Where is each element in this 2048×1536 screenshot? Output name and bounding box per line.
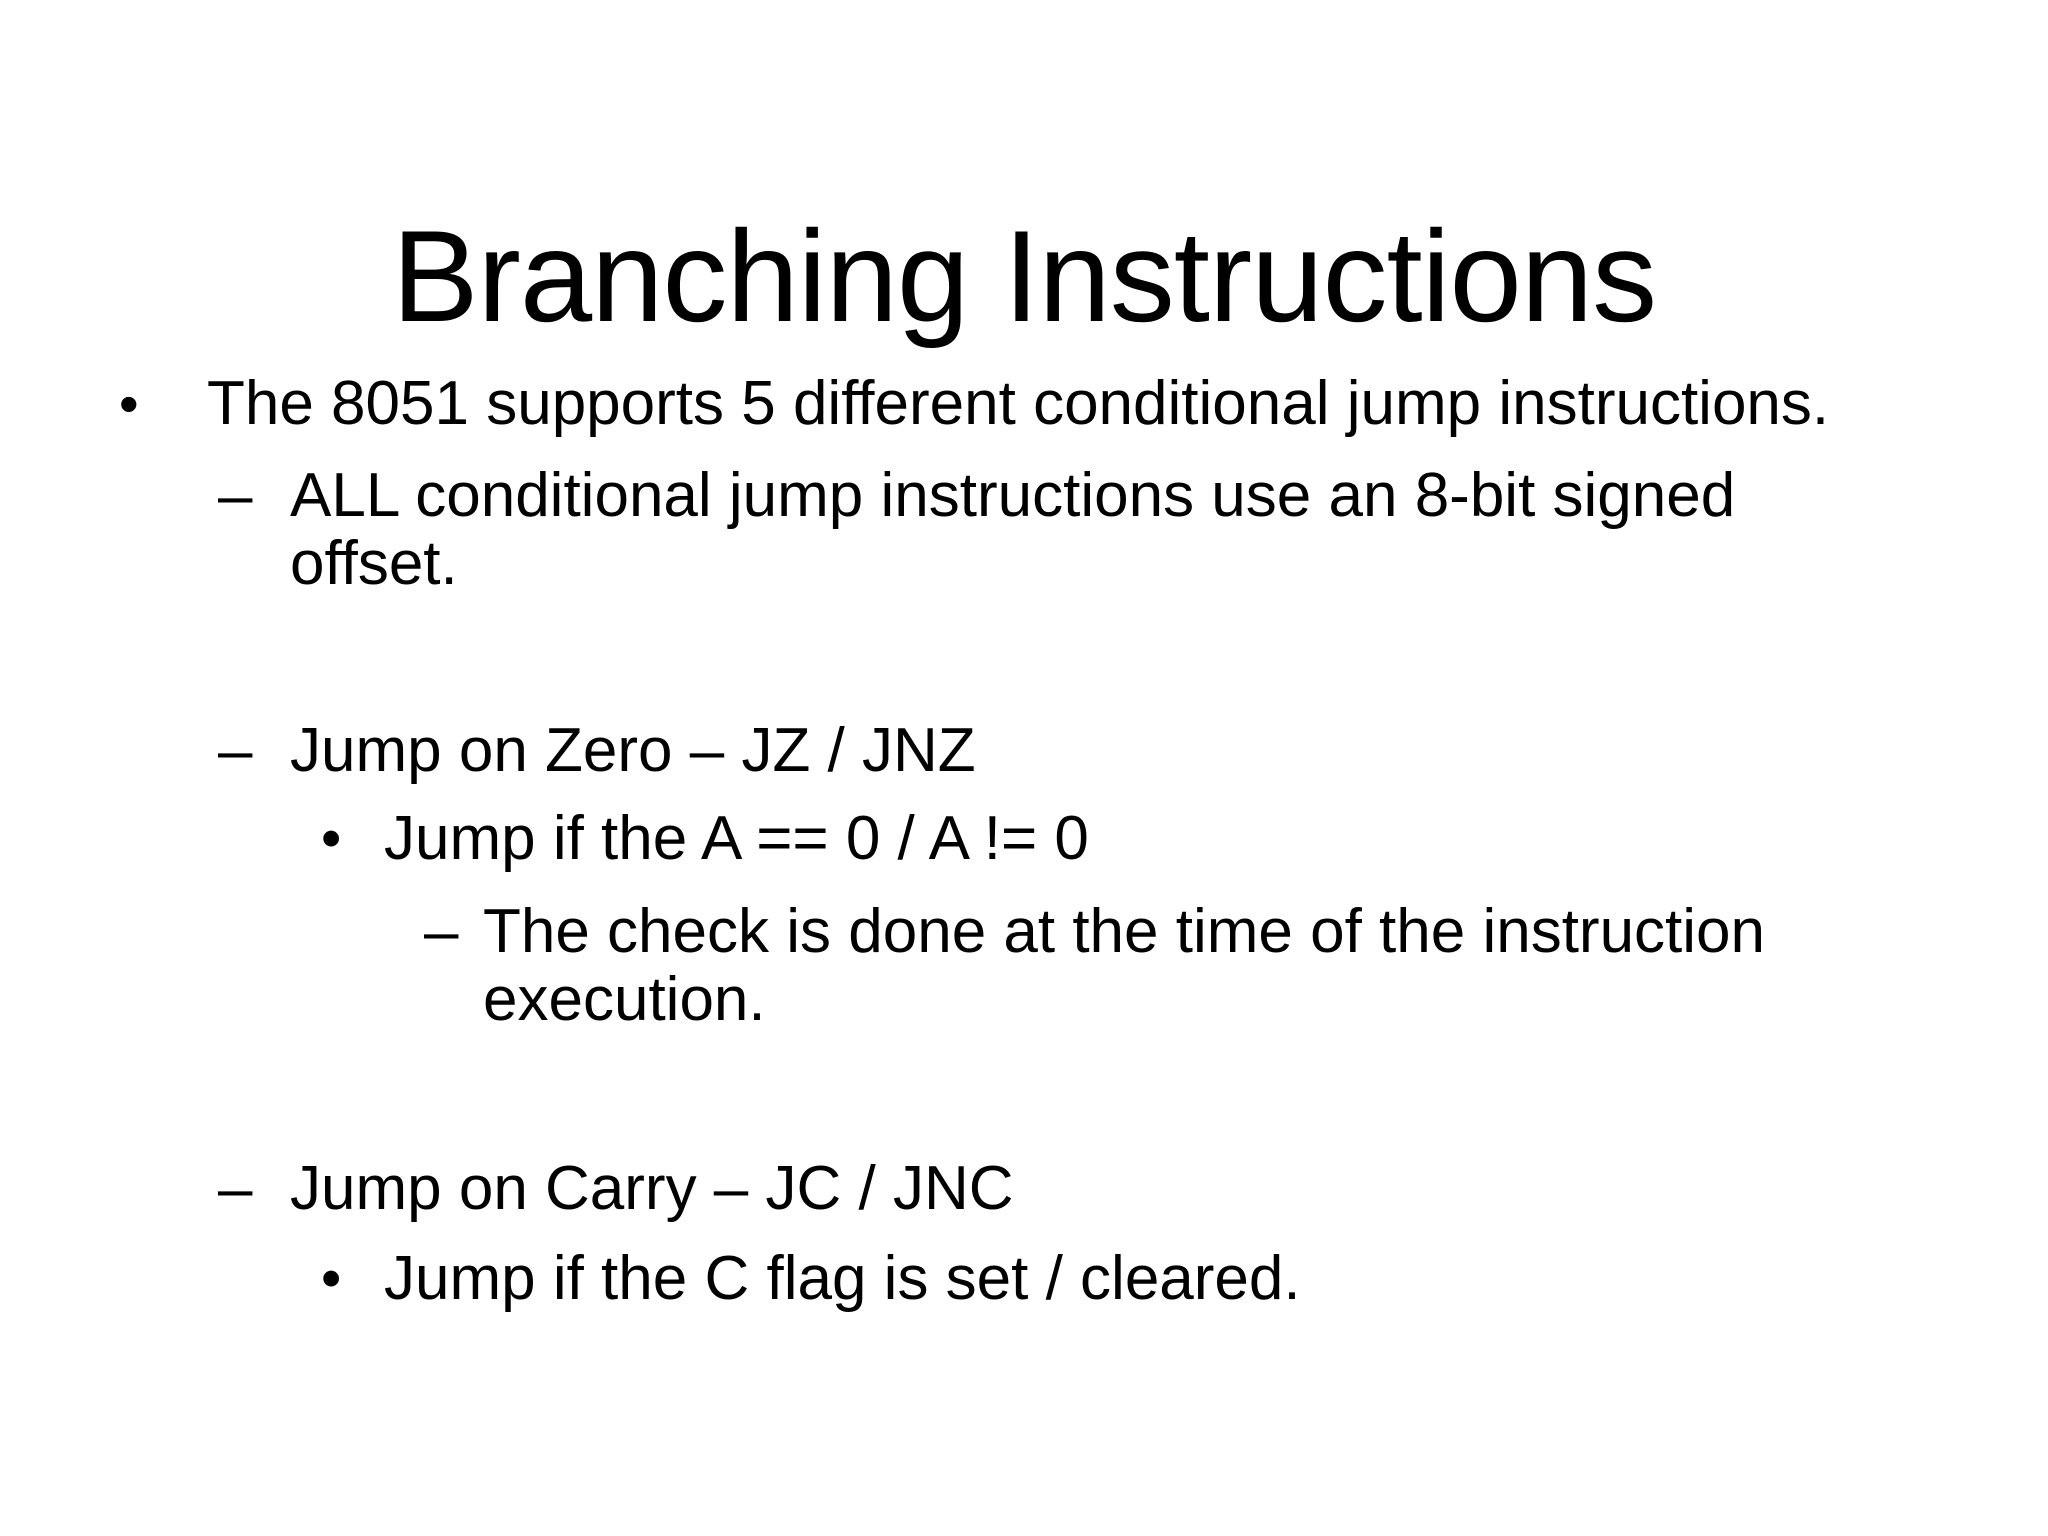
list-item-text: Jump on Zero – JZ / JNZ [290, 716, 976, 785]
bullet-dot-icon: • [321, 806, 342, 871]
list-item: • Jump if the A == 0 / A != 0 [0, 805, 2048, 873]
list-item-text: Jump if the C flag is set / cleared. [384, 1244, 1301, 1313]
list-item-text: The check is done at the time of the ins… [483, 897, 1766, 1034]
list-item-text: Jump on Carry – JC / JNC [290, 1154, 1014, 1223]
bullet-dot-icon: • [119, 372, 139, 435]
slide-title: Branching Instructions [391, 203, 1657, 350]
bullet-list: • The 8051 supports 5 different conditio… [0, 370, 2048, 1313]
list-item: • The 8051 supports 5 different conditio… [0, 370, 2048, 438]
list-item-text: ALL conditional jump instructions use an… [290, 461, 1736, 598]
dash-bullet-icon: – [424, 897, 459, 966]
bullet-dot-icon: • [321, 1246, 342, 1311]
dash-bullet-icon: – [218, 461, 253, 530]
list-item-text: Jump if the A == 0 / A != 0 [384, 804, 1089, 873]
dash-bullet-icon: – [218, 716, 253, 785]
list-item-text: The 8051 supports 5 different conditiona… [207, 369, 1830, 438]
list-item: – ALL conditional jump instructions use … [0, 462, 2048, 598]
list-item: • Jump if the C flag is set / cleared. [0, 1245, 2048, 1313]
list-item: – Jump on Carry – JC / JNC [0, 1155, 2048, 1223]
list-item: – Jump on Zero – JZ / JNZ [0, 717, 2048, 785]
list-item: – The check is done at the time of the i… [0, 898, 2048, 1034]
dash-bullet-icon: – [218, 1154, 253, 1223]
